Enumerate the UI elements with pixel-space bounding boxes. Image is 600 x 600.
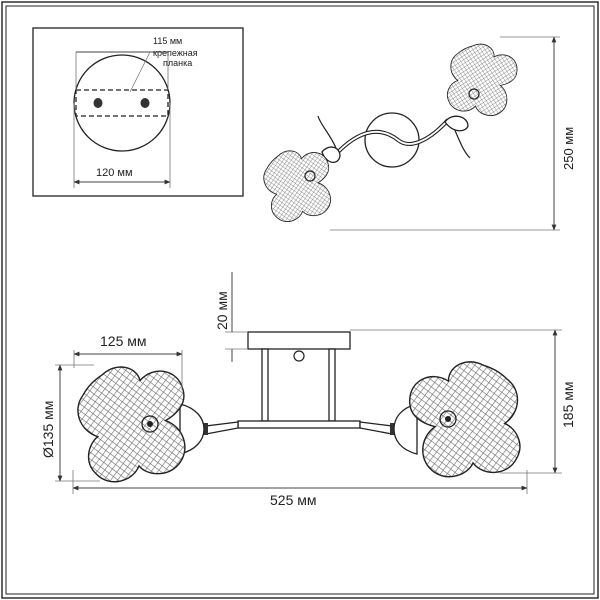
shade-diameter-label: Ø135 мм — [40, 401, 56, 458]
canopy-inset: 115 мм крепежная планка 120 мм — [32, 27, 244, 197]
top-view-canopy — [364, 112, 420, 168]
front-view: 20 мм 125 мм Ø135 мм 185 мм 525 мм — [40, 272, 576, 508]
front-socket-left — [179, 403, 205, 455]
front-socket-right — [393, 403, 418, 455]
bracket-screw-left — [93, 98, 103, 108]
front-stem-right — [328, 348, 336, 422]
total-width-label: 525 мм — [270, 492, 317, 508]
top-view-socket-right — [444, 115, 469, 132]
depth-label: 250 мм — [561, 127, 576, 170]
inner-frame — [5, 5, 595, 595]
bracket-label-line2: планка — [163, 58, 192, 68]
front-shade-right — [404, 355, 529, 484]
front-canopy — [247, 331, 351, 350]
top-view-socket-left — [321, 146, 341, 163]
mounting-bracket — [75, 89, 169, 117]
front-stem-left — [261, 348, 269, 422]
canopy-plate — [73, 54, 171, 152]
front-shade-left — [71, 357, 196, 487]
shade-width-label: 125 мм — [100, 333, 147, 349]
height-label: 185 мм — [560, 382, 576, 429]
canopy-height-label: 20 мм — [214, 291, 230, 330]
top-view-shade-right — [441, 38, 522, 122]
top-view-curl-left — [317, 115, 337, 149]
bracket-screw-right — [140, 98, 150, 108]
canopy-diameter-label: 120 мм — [96, 167, 133, 179]
bracket-label-line1: крепежная — [153, 48, 198, 58]
front-arm-left — [205, 421, 239, 435]
front-crossbar — [237, 420, 361, 429]
front-stem-screw — [293, 350, 305, 362]
front-arm-right — [359, 421, 393, 435]
top-view: 250 мм — [259, 36, 576, 231]
mount-length-label: 115 мм — [153, 36, 182, 46]
